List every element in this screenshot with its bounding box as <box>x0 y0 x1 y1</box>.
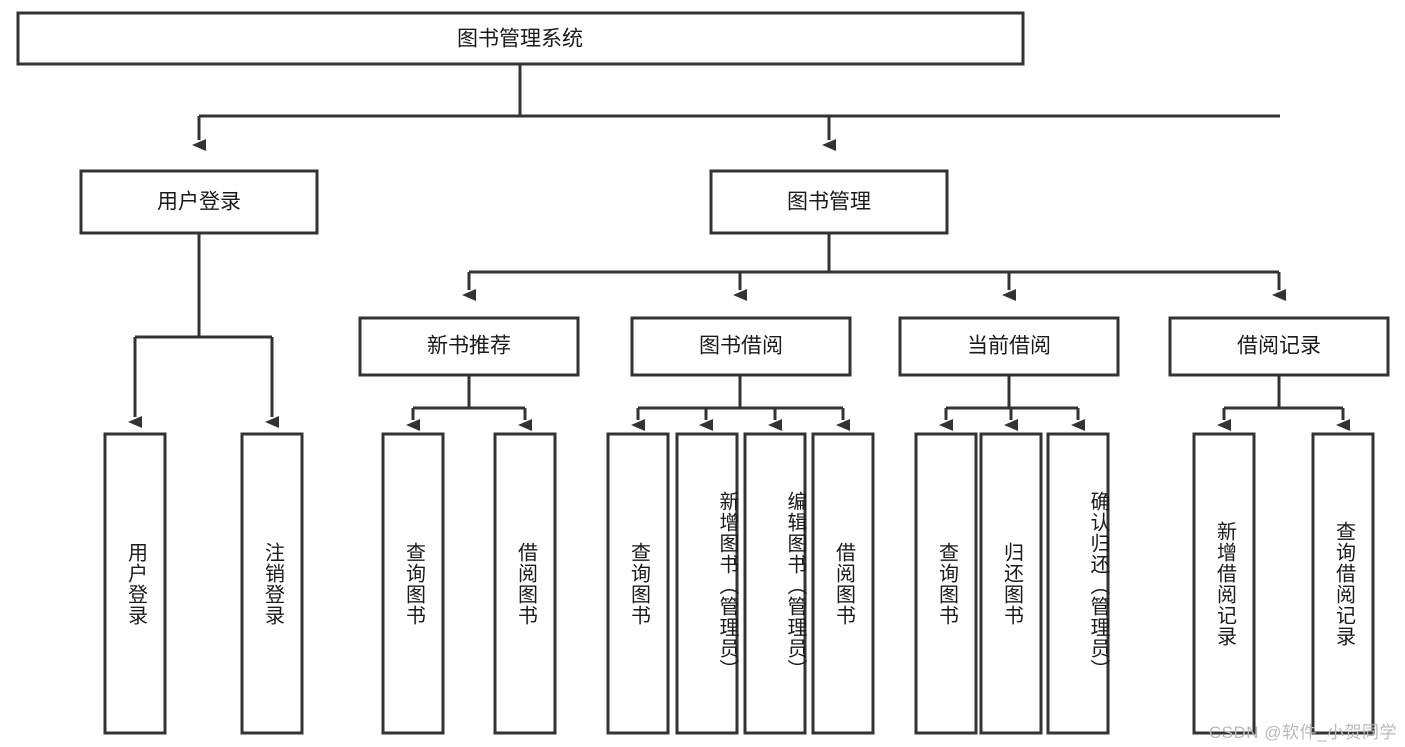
leaf-boxes <box>103 432 1375 735</box>
connector-borrowrecord-to-leaves <box>1217 375 1350 431</box>
connector-userlogin-to-leaves <box>128 233 279 428</box>
connector-currentborrow-to-leaves <box>939 375 1085 431</box>
csdn-watermark: CSDN @软件_小贺同学 <box>1208 723 1397 742</box>
leaf-box[interactable] <box>103 432 167 735</box>
leaf-box[interactable] <box>811 432 875 735</box>
node-current-borrow[interactable]: 当前借阅 <box>898 316 1120 377</box>
leaf-box[interactable] <box>493 432 557 735</box>
leaf-box[interactable] <box>979 432 1043 735</box>
leaf-box[interactable] <box>381 432 445 735</box>
node-user-login-label: 用户登录 <box>157 191 241 214</box>
leaf-box[interactable] <box>1311 432 1375 735</box>
leaf-box[interactable] <box>606 432 670 735</box>
connector-root-to-level1 <box>192 64 1280 151</box>
node-book-management-label: 图书管理 <box>787 191 871 214</box>
node-user-login[interactable]: 用户登录 <box>79 169 319 235</box>
node-new-book-recommend[interactable]: 新书推荐 <box>358 316 580 377</box>
node-new-book-recommend-label: 新书推荐 <box>427 335 511 358</box>
node-borrow-record[interactable]: 借阅记录 <box>1168 316 1390 377</box>
node-book-borrow-label: 图书借阅 <box>699 335 783 358</box>
leaf-box[interactable] <box>743 432 807 735</box>
leaf-box[interactable] <box>1192 432 1256 735</box>
node-book-borrow[interactable]: 图书借阅 <box>630 316 852 377</box>
leaf-box[interactable] <box>914 432 978 735</box>
node-current-borrow-label: 当前借阅 <box>967 335 1051 358</box>
leaf-box[interactable] <box>1046 432 1110 735</box>
connector-bookborrow-to-leaves <box>631 375 850 431</box>
connector-newbook-to-leaves <box>406 375 532 431</box>
leaf-box[interactable] <box>240 432 304 735</box>
node-root-label: 图书管理系统 <box>457 28 583 51</box>
node-root[interactable]: 图书管理系统 <box>16 11 1025 66</box>
node-book-management[interactable]: 图书管理 <box>709 169 949 235</box>
connector-bookmgmt-to-level2 <box>462 233 1286 301</box>
leaf-box[interactable] <box>675 432 739 735</box>
node-borrow-record-label: 借阅记录 <box>1237 335 1321 358</box>
